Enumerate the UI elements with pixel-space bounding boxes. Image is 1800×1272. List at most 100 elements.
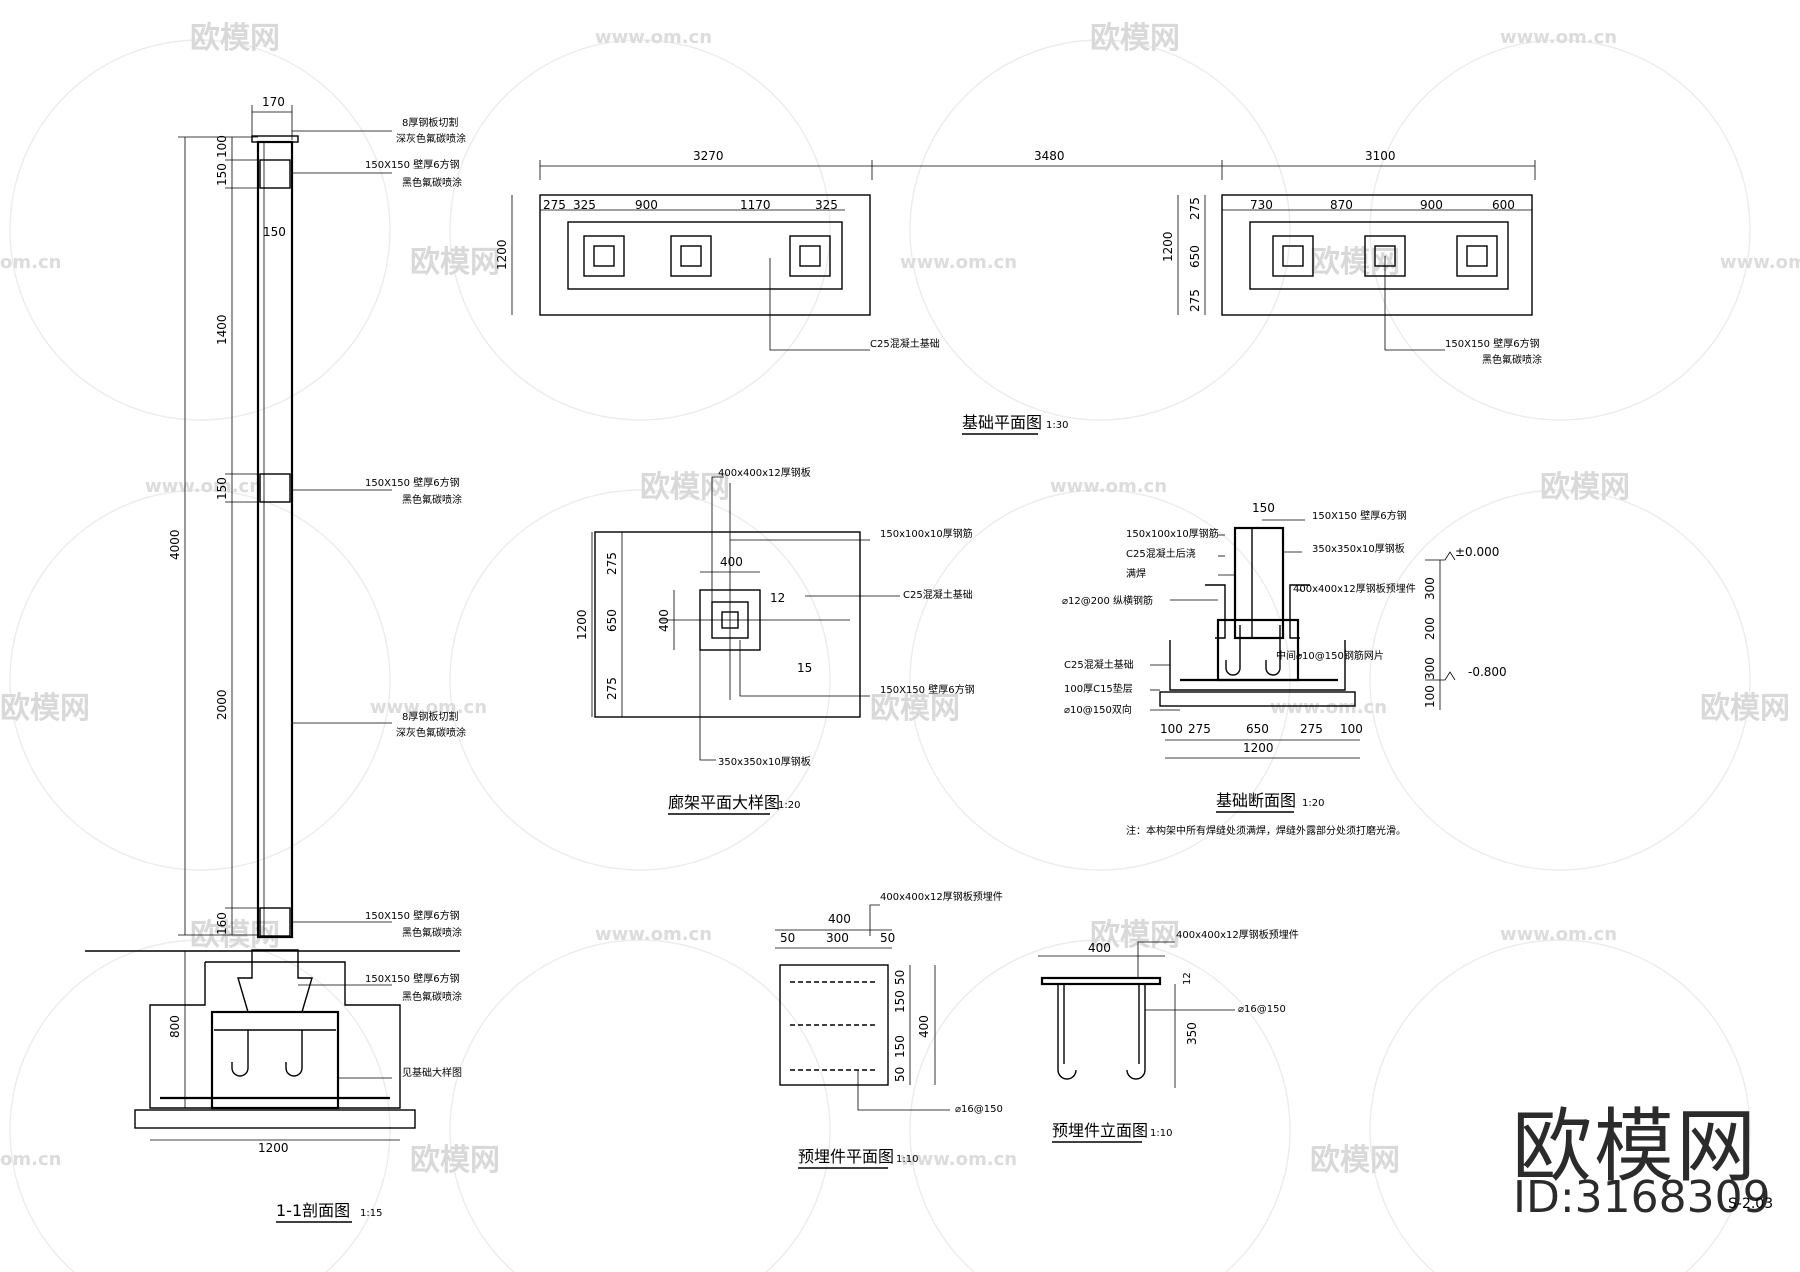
embed-plate-edge xyxy=(1040,976,1162,986)
dim-text: 325 xyxy=(573,198,596,212)
dim-text: 870 xyxy=(1330,198,1353,212)
dim-text: 150 xyxy=(215,477,229,500)
dim-text: 3270 xyxy=(693,149,724,163)
watermark-brand: 欧模网 xyxy=(410,245,500,280)
slab-left xyxy=(539,194,871,316)
leader-label: 黑色氟碳喷涂 xyxy=(402,176,462,189)
watermark-url: www.om.cn xyxy=(1270,697,1387,718)
watermark-brand: 欧模网 xyxy=(1700,691,1790,726)
dim-text: 12 xyxy=(770,591,785,605)
watermark-url: www.om.cn xyxy=(1500,924,1617,945)
dim-text: 1200 xyxy=(1161,231,1175,262)
dim-text: 1200 xyxy=(258,1141,289,1155)
dim-text: 800 xyxy=(168,1015,182,1038)
dim-text: 300 xyxy=(1423,657,1437,680)
leader-label: 黑色氟碳喷涂 xyxy=(402,926,462,939)
dim-text: 600 xyxy=(1492,198,1515,212)
embed-plan: 400 50 300 50 400x400x12厚钢板预埋件 50 150 15… xyxy=(775,890,1003,1169)
view-scale: 1:10 xyxy=(896,1154,918,1165)
watermark-url: www.om.cn xyxy=(595,924,712,945)
dim-text: 100 xyxy=(1423,685,1437,708)
dim-text: 275 xyxy=(1188,289,1202,312)
dim-text: 50 xyxy=(780,931,795,945)
view-scale: 1:20 xyxy=(1302,798,1324,809)
brand-id: ID:3168309 xyxy=(1513,1172,1771,1223)
leader-label: 350x350x10厚钢板 xyxy=(718,755,811,768)
leader-label: 深灰色氟碳喷涂 xyxy=(396,726,466,739)
base-pad xyxy=(134,1109,416,1129)
leader-label: ⌀16@150 xyxy=(955,1104,1003,1115)
watermark-brand: 欧模网 xyxy=(640,470,730,505)
view-title: 1-1剖面图 xyxy=(276,1201,350,1220)
watermark-brand: 欧模网 xyxy=(1090,21,1180,56)
view-scale: 1:15 xyxy=(360,1208,382,1219)
dim-text: 15 xyxy=(797,661,812,675)
dim-text: 160 xyxy=(215,912,229,935)
leader-label: 黑色氟碳喷涂 xyxy=(402,990,462,1003)
watermark-url: www.om.cn xyxy=(1050,476,1167,497)
dim-text: 1200 xyxy=(575,609,589,640)
watermark-brand: 欧模网 xyxy=(1540,470,1630,505)
dim-text: 170 xyxy=(262,95,285,109)
view-title: 廊架平面大样图 xyxy=(668,793,780,812)
foundation-section: 100 275 650 275 100 1200 300 200 300 100… xyxy=(1062,501,1507,837)
dim-text: 150 xyxy=(263,225,286,239)
dim-text: 325 xyxy=(815,198,838,212)
dim-text: 1170 xyxy=(740,198,771,212)
dim-text: 2000 xyxy=(215,689,229,720)
tube-box-top xyxy=(259,159,291,189)
dim-text: 300 xyxy=(1423,577,1437,600)
dim-text: 200 xyxy=(1423,617,1437,640)
watermark-brand: 欧模网 xyxy=(0,691,90,726)
watermark-layer: 欧模网 欧模网 欧模网 欧模网 欧模网 欧模网 欧模网 欧模网 欧模网 欧模网 … xyxy=(0,21,1800,1272)
leader-label: 中间⌀10@150钢筋网片 xyxy=(1276,649,1384,662)
view-title: 预埋件立面图 xyxy=(1052,1121,1148,1140)
leader-label: ⌀10@150双向 xyxy=(1064,703,1132,716)
dim-text: 400 xyxy=(917,1015,931,1038)
leader-label: 满焊 xyxy=(1126,568,1146,580)
leader-label: C25混凝土基础 xyxy=(1064,658,1134,671)
leader-label: 8厚钢板切割 xyxy=(402,710,458,723)
leader-label: 400x400x12厚钢板预埋件 xyxy=(1293,582,1416,595)
view-title: 基础断面图 xyxy=(1216,791,1296,810)
dim-text: 900 xyxy=(635,198,658,212)
elevation-mark: -0.800 xyxy=(1468,665,1507,679)
foundation-outline xyxy=(149,961,401,1109)
watermark-url: om.cn xyxy=(0,1149,61,1170)
leader-label: 150X150 壁厚6方钢 xyxy=(365,158,460,171)
watermark-brand: 欧模网 xyxy=(190,21,280,56)
dim-text: 150 xyxy=(893,1035,907,1058)
leader-label: 黑色氟碳喷涂 xyxy=(402,493,462,506)
dim-text: 50 xyxy=(893,1067,907,1082)
elevation-mark: ±0.000 xyxy=(1455,545,1499,559)
leader-label: 150x100x10厚钢筋 xyxy=(1126,527,1219,540)
watermark-brand: 欧模网 xyxy=(1310,245,1400,280)
view-scale: 1:10 xyxy=(1150,1128,1172,1139)
embed-elevation: 400 400x400x12厚钢板预埋件 12 ⌀16@150 350 预埋件立… xyxy=(1038,928,1299,1143)
tube-box-low xyxy=(259,907,291,937)
leader-label: 黑色氟碳喷涂 xyxy=(1482,353,1542,366)
dim-text: 3100 xyxy=(1365,149,1396,163)
watermark-url: www.om.cn xyxy=(370,697,487,718)
column-outline xyxy=(256,140,294,939)
dim-text: 275 xyxy=(605,552,619,575)
dim-text: 12 xyxy=(1182,972,1193,985)
dim-text: 400 xyxy=(720,555,743,569)
view-scale: 1:20 xyxy=(778,800,800,811)
leader-label: 150x100x10厚钢筋 xyxy=(880,527,973,540)
dim-text: 3480 xyxy=(1034,149,1065,163)
leader-label: ⌀12@200 纵横钢筋 xyxy=(1062,594,1153,607)
watermark-brand: 欧模网 xyxy=(410,1143,500,1178)
dim-text: 275 xyxy=(1188,722,1211,736)
watermark-brand: 欧模网 xyxy=(1090,918,1180,953)
sheet-code: S-2.03 xyxy=(1728,1196,1774,1212)
dim-text: 275 xyxy=(1300,722,1323,736)
leader-label: 400x400x12厚钢板 xyxy=(718,466,811,479)
watermark-url: www.om.cn xyxy=(145,476,262,497)
leader-label: 见基础大样图 xyxy=(402,1066,462,1079)
dim-text: 400 xyxy=(657,609,671,632)
dim-text: 1200 xyxy=(495,239,509,270)
dim-text: 900 xyxy=(1420,198,1443,212)
dim-text: 100 xyxy=(1340,722,1363,736)
